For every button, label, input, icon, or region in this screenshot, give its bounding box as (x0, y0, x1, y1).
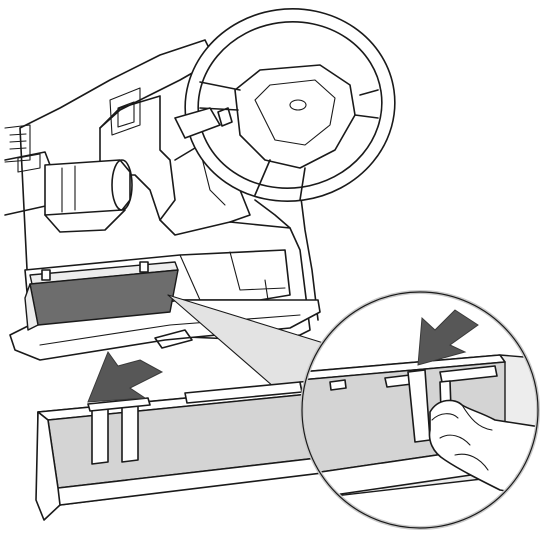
glove-box (9, 249, 321, 361)
press-arrow-icon (417, 309, 479, 366)
steering-wheel (174, 8, 396, 202)
cabin-air-filter-in-dash (24, 261, 179, 331)
down-left-arrow-icon (87, 350, 164, 403)
zoom-lens (300, 290, 540, 530)
